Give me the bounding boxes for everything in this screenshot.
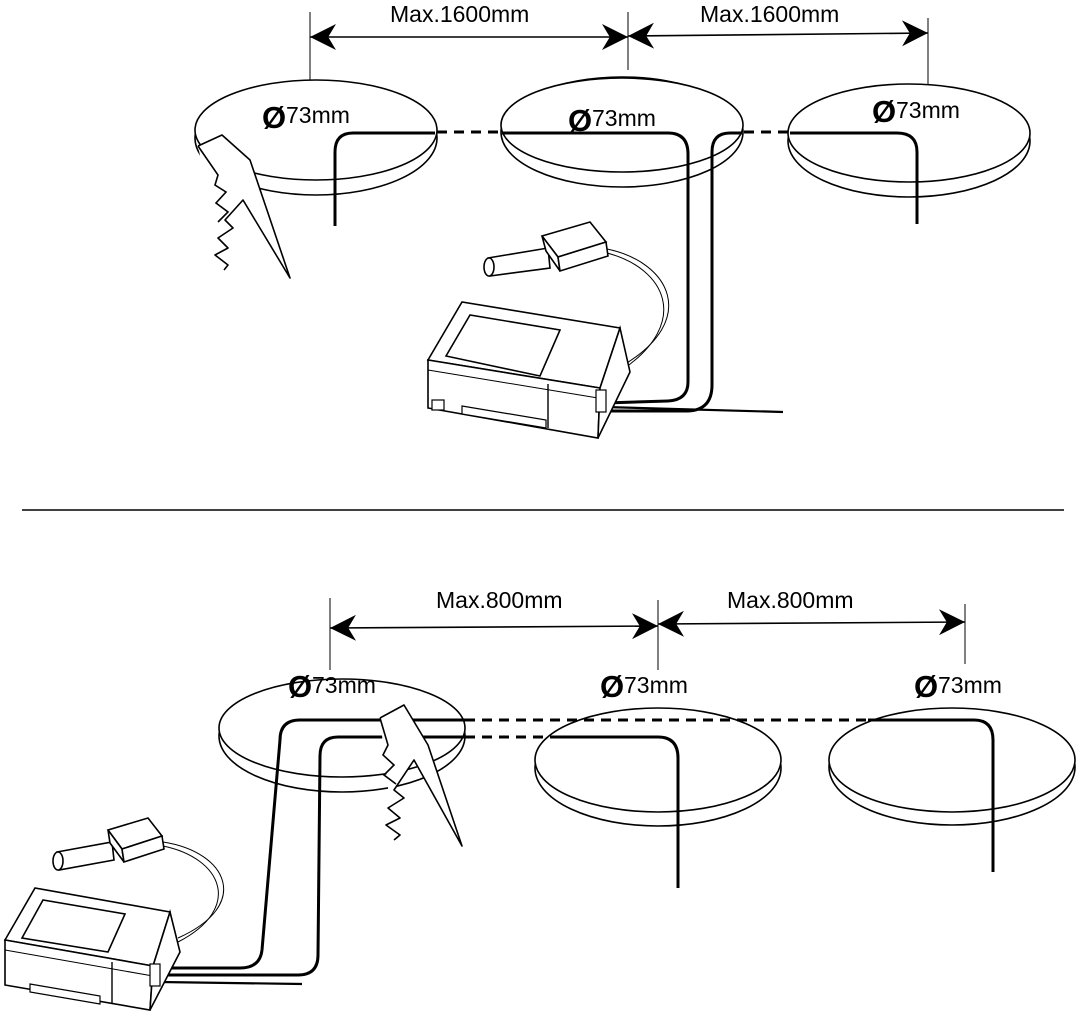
diameter-label: 73mm <box>312 672 376 698</box>
spacing-label: Max.1600mm <box>390 1 529 27</box>
cable <box>502 131 690 405</box>
diameter-symbol: Ø <box>600 669 624 704</box>
dimension-arrow <box>657 609 966 637</box>
ceiling-hole <box>828 707 1076 826</box>
mains-cable <box>159 980 303 986</box>
diameter-symbol: Ø <box>568 103 592 138</box>
cable <box>333 131 435 226</box>
ceiling-hole <box>194 79 438 196</box>
cable <box>560 735 680 888</box>
dimension-arrow <box>329 613 659 641</box>
spacing-label: Max.1600mm <box>700 1 839 27</box>
dimension-arrow <box>627 20 929 49</box>
led-driver-icon <box>426 301 631 439</box>
cable <box>160 718 465 970</box>
bottom-panel: Max.800mm Max.800mm Ø 73mm <box>3 587 1076 1011</box>
plug-connector-icon <box>52 817 224 943</box>
cable <box>790 131 919 224</box>
diameter-label: 73mm <box>286 102 350 128</box>
ceiling-hole <box>787 83 1031 198</box>
cable <box>868 718 995 872</box>
ceiling-hole <box>534 707 782 827</box>
saw-icon <box>197 134 291 279</box>
diameter-label: 73mm <box>896 97 960 123</box>
top-panel: Max.1600mm Max.1600mm Ø 73m <box>194 1 1031 439</box>
diameter-label: 73mm <box>624 672 688 698</box>
spacing-label: Max.800mm <box>727 587 854 613</box>
plug-connector-icon <box>483 221 670 371</box>
led-driver-icon <box>3 887 181 1011</box>
diameter-symbol: Ø <box>288 669 312 704</box>
cable <box>160 735 465 977</box>
diameter-symbol: Ø <box>872 94 896 129</box>
saw-icon <box>379 704 463 847</box>
mains-cable <box>604 405 784 414</box>
diameter-label: 73mm <box>938 672 1002 698</box>
spacing-label: Max.800mm <box>436 587 563 613</box>
diameter-symbol: Ø <box>914 669 938 704</box>
diameter-symbol: Ø <box>262 100 286 135</box>
diameter-label: 73mm <box>592 105 656 131</box>
